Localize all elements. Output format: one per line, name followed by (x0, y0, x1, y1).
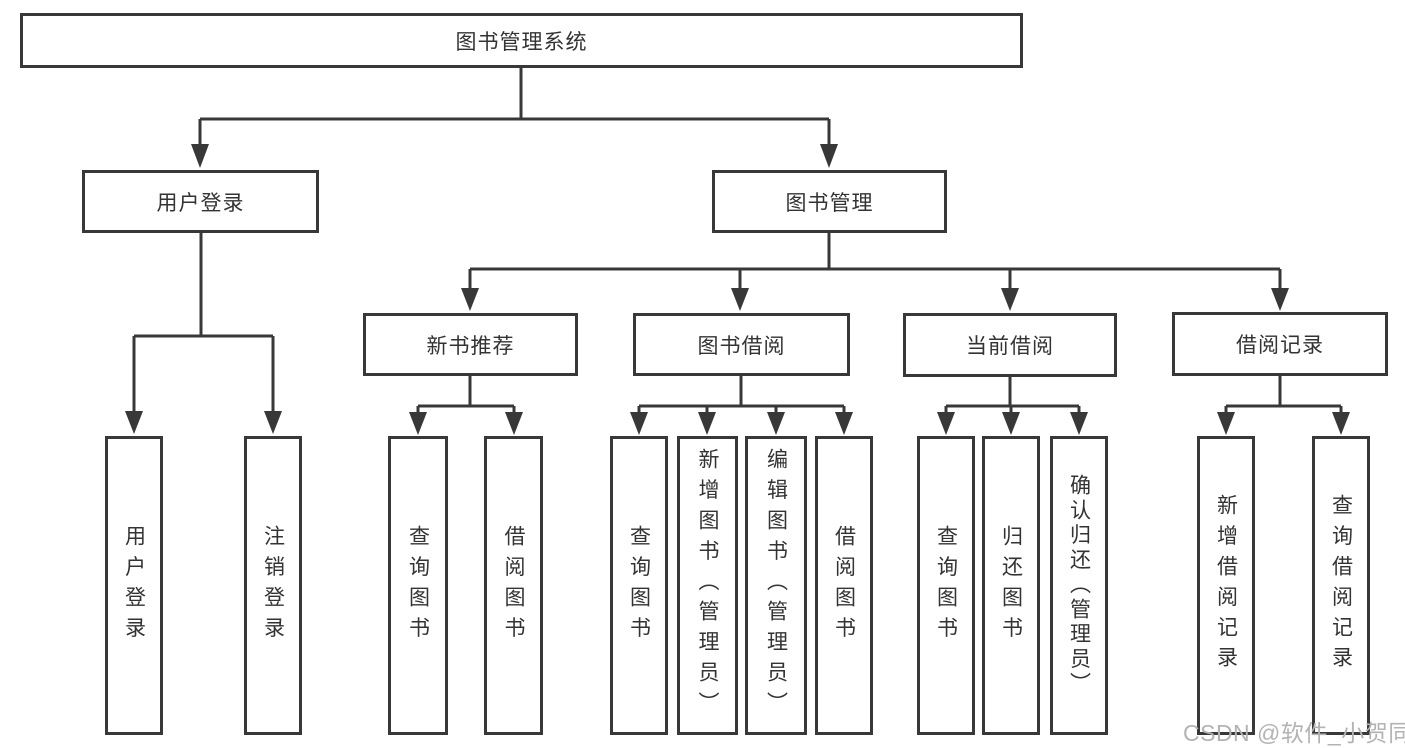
leaf-query-books-current: 查询图书 (917, 436, 975, 735)
leaf-query-borrow-record: 查询借阅记录 (1312, 436, 1370, 735)
node-label: 查询图书 (627, 524, 651, 647)
node-label: 注销登录 (261, 524, 285, 647)
leaf-borrow-books-borrowing: 借阅图书 (815, 436, 873, 735)
leaf-add-books-admin: 新增图书（管理员） (677, 436, 738, 735)
node-label: 图书管理 (785, 191, 874, 215)
leaf-return-books: 归还图书 (982, 436, 1040, 735)
node-label: 用户登录 (156, 191, 245, 215)
node-borrowing-records: 借阅记录 (1172, 312, 1388, 376)
leaf-add-borrow-record: 新增借阅记录 (1197, 436, 1255, 735)
leaf-query-books-recommend: 查询图书 (388, 436, 448, 735)
node-label: 确认归还（管理员） (1067, 473, 1091, 698)
node-label: 图书借阅 (697, 334, 786, 358)
node-label: 查询借阅记录 (1329, 494, 1353, 677)
node-label: 归还图书 (999, 524, 1023, 647)
node-label: 借阅图书 (832, 524, 856, 647)
node-new-book-recommendation: 新书推荐 (363, 313, 578, 376)
node-current-borrowing: 当前借阅 (903, 313, 1117, 377)
node-label: 新书推荐 (426, 334, 515, 358)
node-label: 新增图书（管理员） (696, 448, 720, 723)
node-label: 当前借阅 (966, 335, 1054, 358)
node-label: 编辑图书（管理员） (764, 448, 788, 723)
leaf-borrow-books-recommend: 借阅图书 (484, 436, 543, 735)
node-label: 查询图书 (934, 524, 958, 647)
node-label: 借阅记录 (1236, 334, 1324, 357)
leaf-query-books-borrowing: 查询图书 (610, 436, 668, 735)
node-label: 图书管理系统 (455, 30, 588, 54)
node-book-management: 图书管理 (712, 170, 947, 233)
node-book-borrowing: 图书借阅 (633, 313, 850, 376)
node-label: 借阅图书 (502, 524, 526, 647)
leaf-logout: 注销登录 (244, 436, 302, 735)
arrowheads (125, 144, 1350, 435)
node-user-login: 用户登录 (82, 170, 319, 233)
leaf-user-login: 用户登录 (105, 436, 163, 735)
leaf-confirm-return-admin: 确认归还（管理员） (1050, 436, 1108, 735)
leaf-edit-books-admin: 编辑图书（管理员） (745, 436, 807, 735)
node-label: 查询图书 (406, 524, 430, 647)
csdn-watermark: CSDN @软件_小贺同学 (1183, 720, 1405, 746)
node-label: 用户登录 (122, 524, 146, 647)
node-label: 新增借阅记录 (1214, 494, 1238, 677)
node-library-management-system: 图书管理系统 (20, 13, 1023, 68)
